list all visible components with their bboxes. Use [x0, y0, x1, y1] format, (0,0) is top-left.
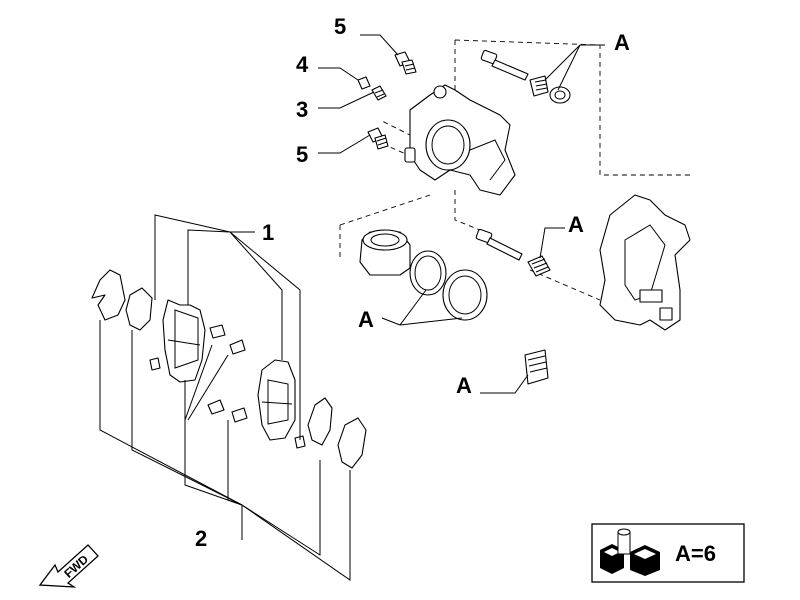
bleeder-valve [371, 85, 387, 101]
guide-pin-top [480, 49, 529, 81]
callout-1: 1 [262, 220, 274, 245]
callout-a-seals: A [358, 307, 374, 332]
grease-packet [524, 349, 549, 385]
repair-kit-box: A=6 [591, 523, 745, 583]
callout-a-middle: A [568, 212, 584, 237]
callout-a-grease: A [456, 373, 472, 398]
pad-shim-inner-right [307, 397, 367, 469]
dust-boot-top [529, 75, 571, 104]
callout-5-top: 5 [334, 14, 346, 39]
caliper-body [404, 84, 516, 196]
dust-boot-middle [527, 255, 551, 277]
forward-arrow-icon: FWD [38, 544, 99, 588]
bolt-top [394, 51, 417, 75]
anti-rattle-clips-upper [149, 324, 246, 371]
leaders-numbered [318, 34, 605, 394]
callout-a-top: A [614, 30, 630, 55]
pad-shim-outer-left [91, 269, 153, 331]
brake-pad-outer [162, 299, 206, 383]
caliper-bracket [599, 194, 691, 331]
anti-rattle-clips-lower [207, 399, 306, 449]
callout-4: 4 [296, 52, 309, 77]
piston-seals [409, 250, 488, 321]
brake-pad-inner [257, 359, 296, 441]
piston [359, 229, 411, 276]
bolt-bottom [367, 127, 389, 150]
kit-label: A=6 [675, 541, 716, 566]
callout-5-bottom: 5 [296, 142, 308, 167]
guide-pin-middle [475, 228, 523, 261]
leaders-1-2 [99, 214, 351, 581]
callout-3: 3 [296, 97, 308, 122]
assembly-guides [339, 39, 690, 301]
repair-kit-icon [600, 528, 660, 576]
bleeder-cap [357, 76, 371, 90]
callout-2: 2 [195, 526, 207, 551]
